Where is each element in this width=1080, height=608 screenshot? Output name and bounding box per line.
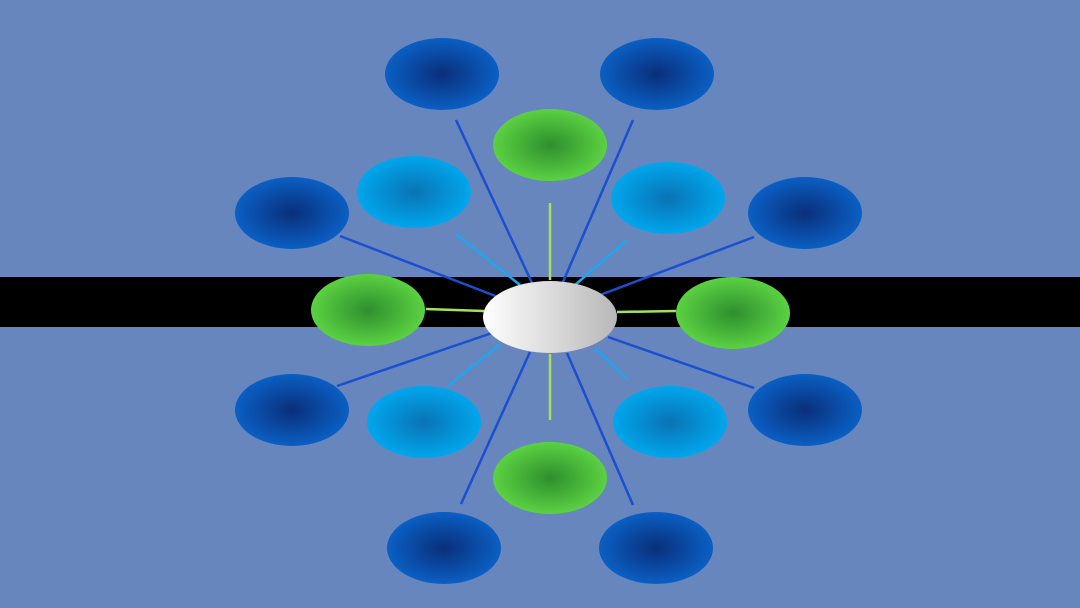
connector-blue-top-right <box>561 119 635 283</box>
node-ellipse-cyan-lower-left <box>367 386 481 458</box>
connector-lines <box>336 119 755 506</box>
node-blue-mid-left-upper <box>235 177 349 249</box>
node-ellipse-cyan-upper-right <box>611 162 725 234</box>
node-cyan-lower-right <box>613 386 727 458</box>
node-blue-top-right <box>600 38 714 110</box>
node-cyan-upper-right <box>611 162 725 234</box>
node-ellipse-blue-bottom-right <box>599 512 713 584</box>
node-ellipse-blue-top-right <box>600 38 714 110</box>
diagram-nodes <box>235 38 862 584</box>
node-ellipse-cyan-lower-right <box>613 386 727 458</box>
node-green-left <box>311 274 425 346</box>
node-cyan-lower-left <box>367 386 481 458</box>
connector-blue-mid-left-upper <box>339 234 499 299</box>
connector-cyan-lower-right <box>594 347 629 381</box>
node-green-bottom <box>493 442 607 514</box>
node-ellipse-green-top <box>493 109 607 181</box>
node-ellipse-blue-mid-right-upper <box>748 177 862 249</box>
node-ellipse-blue-top-left <box>385 38 499 110</box>
connector-blue-top-left <box>454 119 534 284</box>
node-ellipse-blue-mid-right-lower <box>748 374 862 446</box>
node-blue-top-left <box>385 38 499 110</box>
node-blue-bottom-right <box>599 512 713 584</box>
connector-blue-mid-left-lower <box>336 331 493 388</box>
connector-blue-mid-right-upper <box>599 235 755 297</box>
connector-blue-bottom-right <box>565 352 635 506</box>
connector-green-right <box>616 309 677 314</box>
node-ellipse-blue-bottom-left <box>387 512 501 584</box>
node-green-right <box>676 277 790 349</box>
node-cyan-upper-left <box>357 156 471 228</box>
node-blue-mid-right-upper <box>748 177 862 249</box>
node-blue-mid-left-lower <box>235 374 349 446</box>
connector-green-left <box>425 307 485 313</box>
node-ellipse-blue-mid-left-upper <box>235 177 349 249</box>
node-ellipse-cyan-upper-left <box>357 156 471 228</box>
connector-cyan-lower-left <box>447 343 501 387</box>
connector-blue-bottom-left <box>459 351 532 505</box>
node-ellipse-green-right <box>676 277 790 349</box>
connector-cyan-upper-right <box>574 239 628 286</box>
node-ellipse-blue-mid-left-lower <box>235 374 349 446</box>
node-ellipse-green-left <box>311 274 425 346</box>
node-ellipse-green-bottom <box>493 442 607 514</box>
node-blue-mid-right-lower <box>748 374 862 446</box>
node-blue-bottom-left <box>387 512 501 584</box>
connector-blue-mid-right-lower <box>607 335 755 390</box>
node-green-top <box>493 109 607 181</box>
center-node <box>483 281 617 353</box>
connector-cyan-upper-left <box>455 233 521 286</box>
